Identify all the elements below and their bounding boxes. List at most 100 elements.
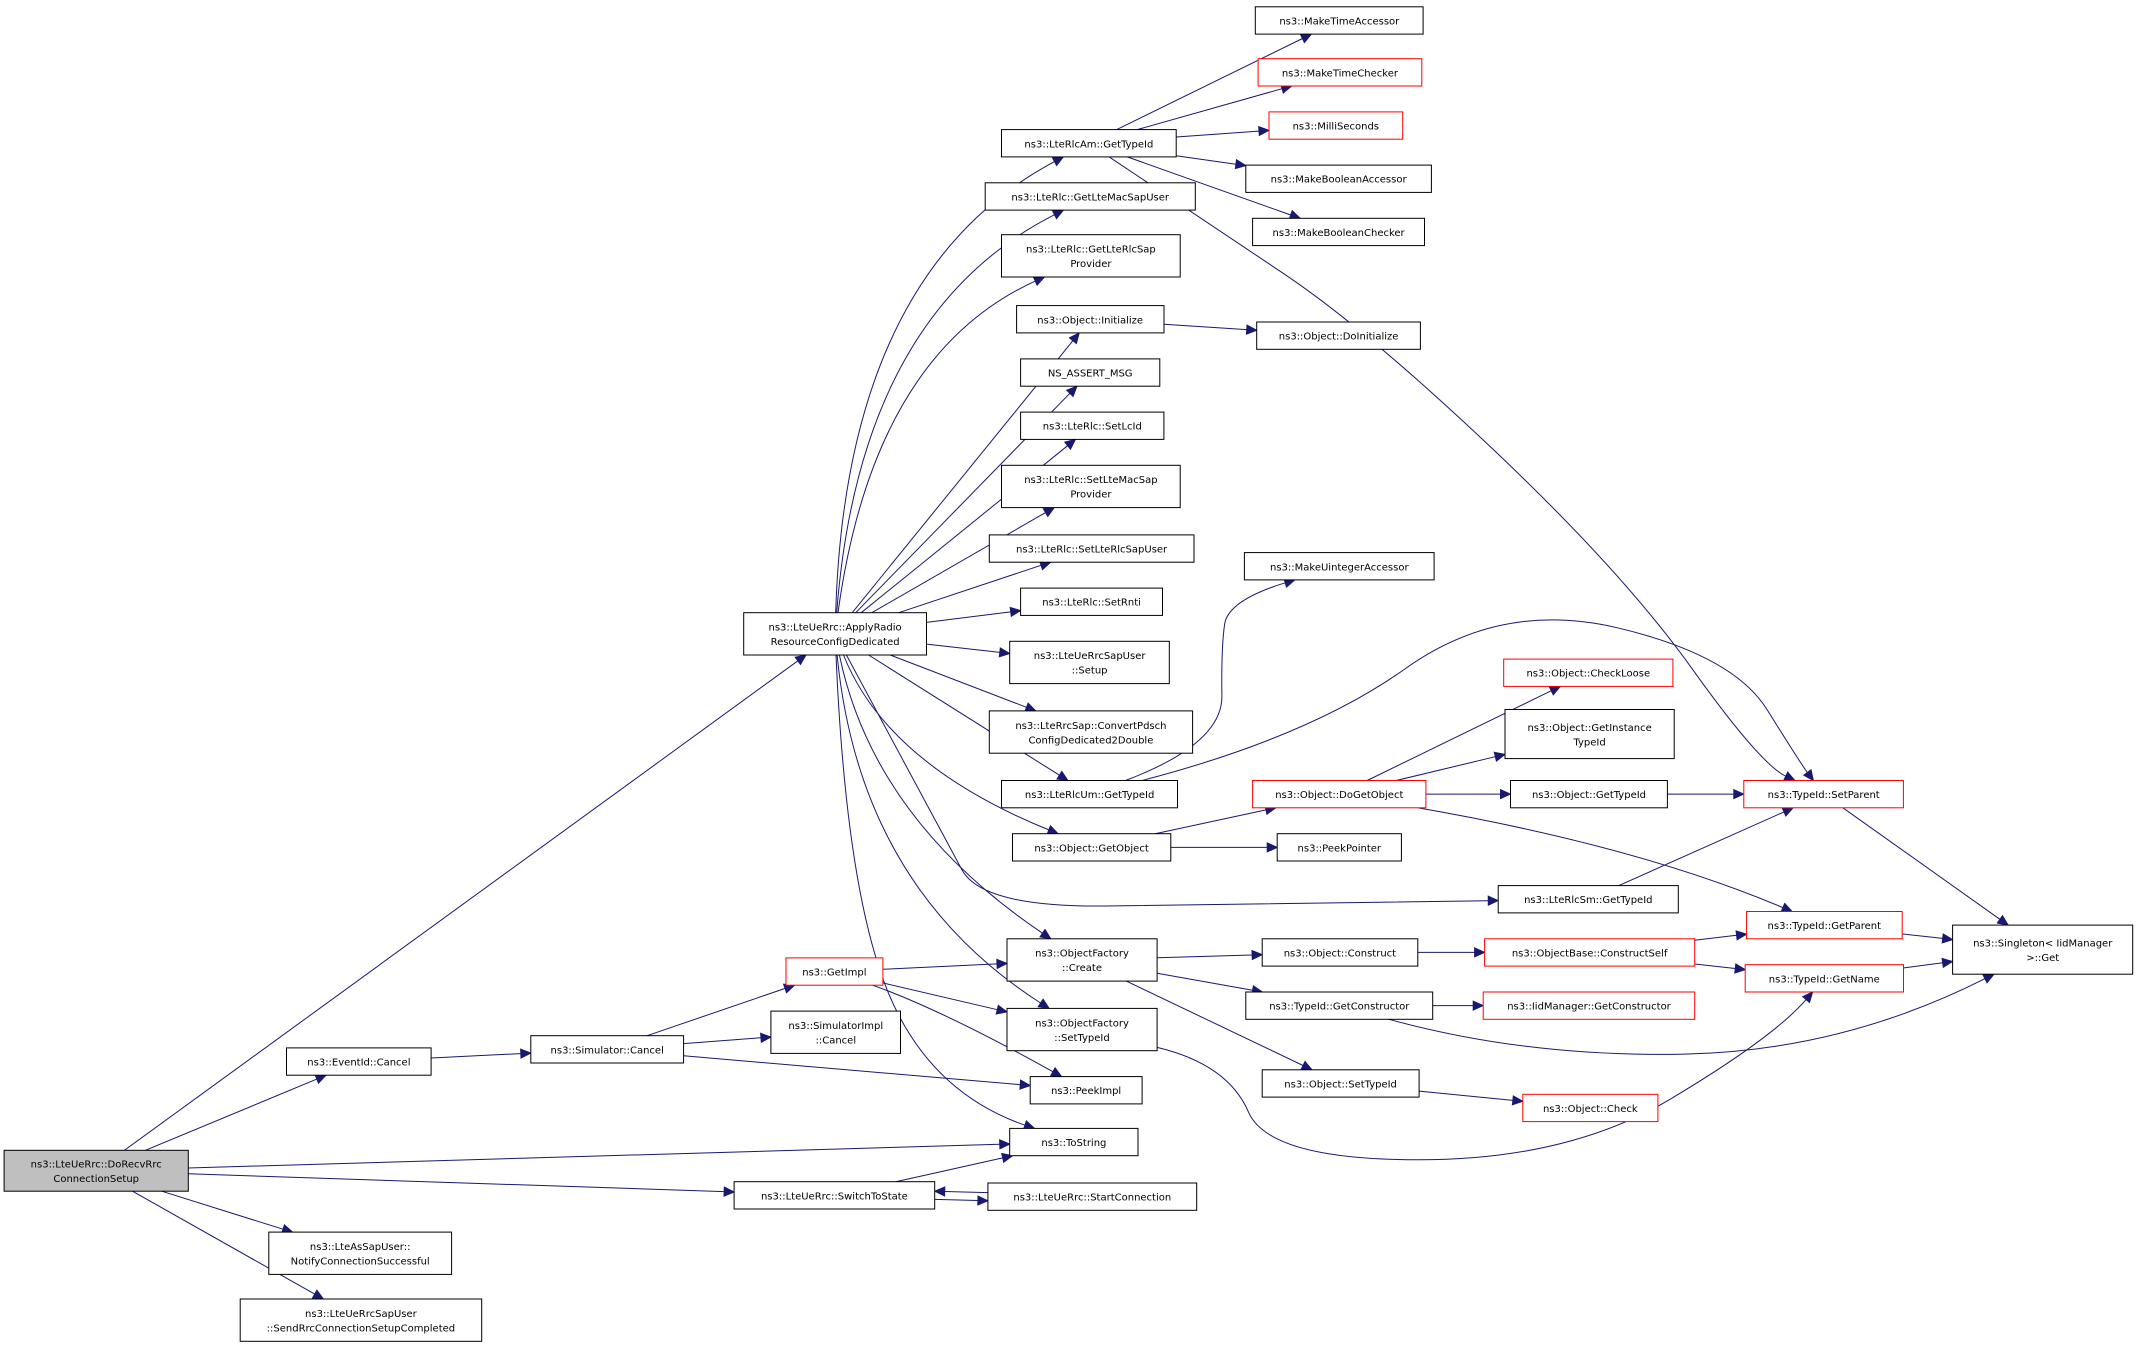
- edge-applyRadio-to-setLteRlcSapUser: [898, 564, 1042, 614]
- edge-arrowhead: [1802, 768, 1815, 782]
- node-start-conn[interactable]: ns3::LteUeRrc::StartConnection: [987, 1182, 1198, 1211]
- node-label: ns3::MakeTimeAccessor: [1279, 17, 1400, 28]
- node-label: ::SetTypeId: [1054, 1033, 1109, 1044]
- node-make-uint-accessor[interactable]: ns3::MakeUintegerAccessor: [1243, 552, 1435, 581]
- edge-arrowhead: [760, 1032, 773, 1044]
- node-box: [1504, 709, 1675, 760]
- node-peek-impl[interactable]: ns3::PeekImpl: [1029, 1076, 1143, 1105]
- node-label: TypeId: [1572, 737, 1605, 748]
- node-make-time-accessor[interactable]: ns3::MakeTimeAccessor: [1254, 6, 1424, 35]
- node-box: [1009, 640, 1170, 685]
- node-label: ns3::LteUeRrcSapUser: [1034, 651, 1147, 662]
- edge-applyRadio-to-ofSetTypeId: [836, 654, 1041, 1004]
- node-sim-impl-cancel[interactable]: ns3::SimulatorImpl::Cancel: [770, 1010, 902, 1054]
- node-event-cancel[interactable]: ns3::EventId::Cancel: [286, 1047, 432, 1076]
- node-label: ns3::Object::SetTypeId: [1284, 1079, 1397, 1090]
- node-get-impl[interactable]: ns3::GetImpl: [785, 957, 884, 986]
- node-label: ns3::Singleton< IidManager: [1973, 938, 2113, 949]
- node-of-set-type-id[interactable]: ns3::ObjectFactory::SetTypeId: [1006, 1007, 1158, 1052]
- node-box: [1261, 938, 1419, 967]
- node-obj-do-get-object[interactable]: ns3::Object::DoGetObject: [1252, 780, 1427, 809]
- node-apply-radio[interactable]: ns3::LteUeRrc::ApplyRadioResourceConfigD…: [743, 612, 928, 656]
- node-rlc-um-get-type-id[interactable]: ns3::LteRlcUm::GetTypeId: [1001, 780, 1178, 809]
- node-box: [1252, 217, 1425, 247]
- node-send-rrc[interactable]: ns3::LteUeRrcSapUser::SendRrcConnectionS…: [239, 1298, 483, 1342]
- node-of-create[interactable]: ns3::ObjectFactory::Create: [1006, 938, 1158, 982]
- edge-arrowhead: [1251, 949, 1264, 961]
- node-type-id-get-constructor[interactable]: ns3::TypeId::GetConstructor: [1245, 991, 1434, 1020]
- node-switch-state[interactable]: ns3::LteUeRrc::SwitchToState: [733, 1181, 936, 1210]
- node-label: ns3::ToString: [1041, 1138, 1106, 1149]
- node-make-bool-checker[interactable]: ns3::MakeBooleanChecker: [1252, 217, 1425, 247]
- node-obj-check-loose[interactable]: ns3::Object::CheckLoose: [1503, 658, 1674, 687]
- node-obj-set-type-id[interactable]: ns3::Object::SetTypeId: [1261, 1069, 1420, 1098]
- node-obj-initialize[interactable]: ns3::Object::Initialize: [1016, 305, 1165, 334]
- edge-arrowhead: [1511, 1095, 1525, 1106]
- node-type-id-get-name[interactable]: ns3::TypeId::GetName: [1744, 964, 1904, 993]
- node-type-id-set-parent[interactable]: ns3::TypeId::SetParent: [1743, 780, 1904, 809]
- node-label: ns3::PeekImpl: [1051, 1086, 1121, 1097]
- edge-switchState-to-startConn: [934, 1198, 978, 1201]
- edge-arrowhead: [1941, 957, 1954, 969]
- node-make-bool-accessor[interactable]: ns3::MakeBooleanAccessor: [1245, 164, 1432, 193]
- node-label: ns3::Object::GetTypeId: [1532, 790, 1646, 801]
- node-convert-pdsch[interactable]: ns3::LteRrcSap::ConvertPdschConfigDedica…: [988, 710, 1194, 754]
- node-set-rnti[interactable]: ns3::LteRlc::SetRnti: [1020, 587, 1163, 616]
- node-obj-get-type-id[interactable]: ns3::Object::GetTypeId: [1510, 780, 1668, 809]
- edge-applyRadio-to-sapUserSetup: [926, 643, 1000, 653]
- node-obj-get-object[interactable]: ns3::Object::GetObject: [1012, 833, 1172, 862]
- node-label: ::SendRrcConnectionSetupCompleted: [267, 1323, 456, 1334]
- node-type-id-get-parent[interactable]: ns3::TypeId::GetParent: [1746, 911, 1903, 940]
- node-box: [1743, 780, 1904, 809]
- node-obj-check[interactable]: ns3::Object::Check: [1522, 1093, 1659, 1123]
- edge-arrowhead: [1063, 438, 1077, 451]
- node-to-string[interactable]: ns3::ToString: [1009, 1127, 1139, 1157]
- node-label: ns3::ObjectFactory: [1035, 1018, 1129, 1029]
- node-iid-get-constructor[interactable]: ns3::IidManager::GetConstructor: [1482, 991, 1696, 1020]
- edge-objDoGetObject-to-objGetInstanceTypeId: [1396, 756, 1496, 781]
- node-obj-construct[interactable]: ns3::Object::Construct: [1261, 938, 1419, 967]
- edge-arrowhead: [1024, 702, 1037, 713]
- edge-rlcAmGetTypeId-to-milliSeconds: [1176, 130, 1260, 138]
- node-set-lte-rlc-sap-user[interactable]: ns3::LteRlc::SetLteRlcSapUser: [988, 534, 1195, 563]
- node-sim-cancel[interactable]: ns3::Simulator::Cancel: [530, 1035, 685, 1064]
- edge-arrowhead: [311, 1289, 325, 1300]
- node-box: [1243, 552, 1435, 581]
- edge-arrowhead: [1493, 751, 1507, 762]
- node-notify-conn[interactable]: ns3::LteAsSapUser::NotifyConnectionSucce…: [268, 1231, 453, 1275]
- node-box: [785, 957, 884, 986]
- node-set-lc-id[interactable]: ns3::LteRlc::SetLcId: [1020, 411, 1165, 440]
- node-milli-seconds[interactable]: ns3::MilliSeconds: [1268, 111, 1404, 140]
- node-peek-pointer[interactable]: ns3::PeekPointer: [1276, 833, 1402, 862]
- edge-arrowhead: [1245, 324, 1258, 335]
- node-singleton-get[interactable]: ns3::Singleton< IidManager>::Get: [1952, 924, 2134, 975]
- edge-arrowhead: [1996, 914, 2010, 926]
- edge-arrowhead: [1734, 963, 1747, 974]
- node-label: ns3::LteRlc::SetLcId: [1043, 422, 1142, 433]
- node-get-lte-mac-sap-user[interactable]: ns3::LteRlc::GetLteMacSapUser: [984, 182, 1196, 211]
- edge-ofCreate-to-typeIdGetConstructor: [1157, 972, 1253, 991]
- node-ns-assert-msg[interactable]: NS_ASSERT_MSG: [1020, 358, 1161, 387]
- edge-arrowhead: [1042, 506, 1056, 518]
- node-label: ns3::Object::GetObject: [1034, 843, 1148, 854]
- edge-arrowhead: [1299, 33, 1313, 44]
- node-obj-do-initialize[interactable]: ns3::Object::DoInitialize: [1256, 321, 1421, 350]
- node-label: ::Setup: [1072, 666, 1108, 677]
- node-box: [1020, 587, 1163, 616]
- node-box: [1012, 833, 1172, 862]
- node-box: [1029, 1076, 1143, 1105]
- node-rlc-am-get-type-id[interactable]: ns3::LteRlcAm::GetTypeId: [1001, 129, 1177, 158]
- node-box: [1744, 964, 1904, 993]
- node-make-time-checker[interactable]: ns3::MakeTimeChecker: [1257, 58, 1423, 87]
- node-label: ns3::TypeId::GetConstructor: [1269, 1002, 1410, 1013]
- node-obj-base-construct-self[interactable]: ns3::ObjectBase::ConstructSelf: [1484, 938, 1696, 967]
- edge-arrowhead: [1982, 973, 1995, 984]
- node-sap-user-setup[interactable]: ns3::LteUeRrcSapUser::Setup: [1009, 640, 1170, 685]
- node-rlc-sm-get-type-id[interactable]: ns3::LteRlcSm::GetTypeId: [1497, 885, 1679, 914]
- edge-arrowhead: [1049, 1066, 1063, 1078]
- node-label: NotifyConnectionSuccessful: [291, 1257, 430, 1268]
